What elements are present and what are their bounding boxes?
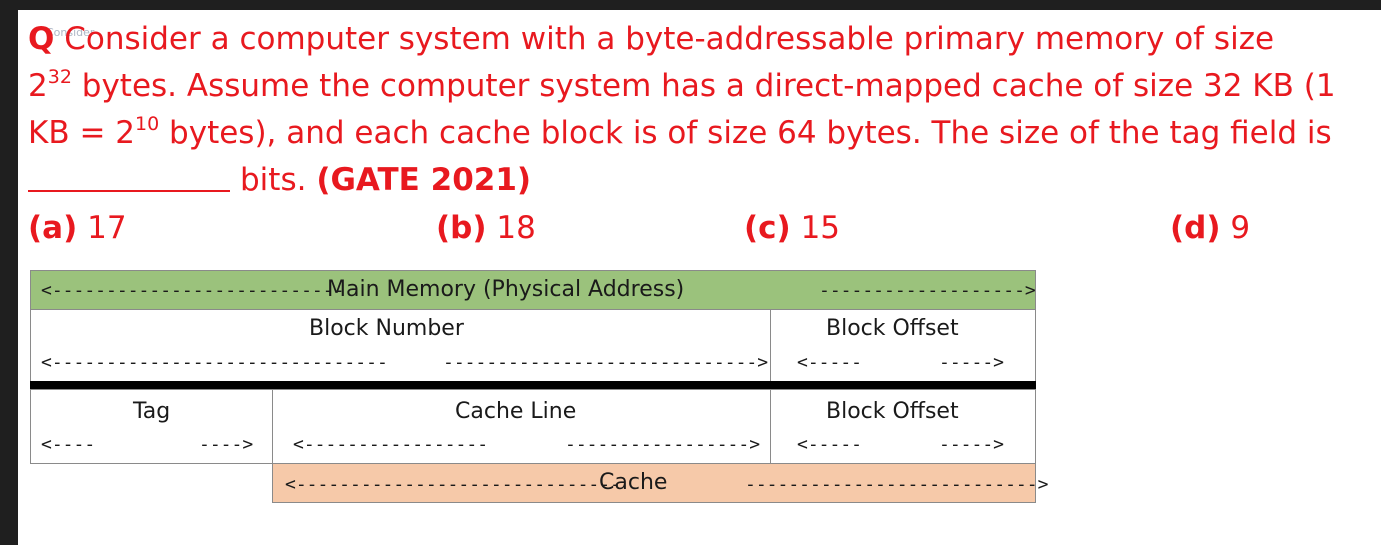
block-offset-bottom-right-arrow: ----->	[939, 434, 1005, 455]
question-text: Q Consider a computer system with a byte…	[28, 16, 1368, 204]
block-offset-top-right-arrow: ----->	[939, 352, 1005, 373]
option-a-label: (a)	[28, 210, 78, 246]
cache-title: Cache	[599, 470, 668, 495]
question-line-4: bits. (GATE 2021)	[28, 157, 1368, 204]
cache-line-left-arrow: <-----------------	[293, 434, 489, 455]
block-offset-top-cell: Block Offset <----- ----->	[771, 310, 1035, 382]
option-d-value: 9	[1230, 210, 1251, 246]
option-b[interactable]: (b) 18	[436, 210, 536, 246]
option-c[interactable]: (c) 15	[744, 210, 840, 246]
option-b-value: 18	[496, 210, 536, 246]
question-line-3-text: bytes), and each cache block is of size …	[159, 115, 1332, 151]
tag-label: Tag	[133, 399, 171, 424]
kb-exponent: 10	[135, 113, 160, 135]
block-offset-bottom-left-arrow: <-----	[797, 434, 863, 455]
cache-line-right-arrow: ----------------->	[565, 434, 761, 455]
block-number-cell: Block Number <--------------------------…	[31, 310, 771, 382]
question-line-2-text: bytes. Assume the computer system has a …	[71, 68, 1336, 104]
memory-size-base: 2	[28, 68, 48, 104]
memory-size-exponent: 32	[47, 66, 72, 88]
cache-left-arrow: <------------------------------	[285, 474, 621, 495]
cache-address-row: Tag <---- ----> Cache Line <------------…	[30, 389, 1036, 464]
block-offset-top-label: Block Offset	[826, 316, 959, 341]
watermark-text: Consider	[46, 26, 95, 39]
main-memory-title: Main Memory (Physical Address)	[327, 277, 685, 302]
cache-line-cell: Cache Line <----------------- ----------…	[273, 390, 771, 463]
block-offset-top-left-arrow: <-----	[797, 352, 863, 373]
block-offset-bottom-cell: Block Offset <----- ----->	[771, 390, 1035, 463]
question-line-4-text: bits.	[240, 162, 317, 198]
tag-left-arrow: <----	[41, 434, 96, 455]
block-offset-bottom-label: Block Offset	[826, 399, 959, 424]
question-label: Q	[28, 21, 55, 57]
main-memory-header: <--------------------------- Main Memory…	[30, 270, 1036, 310]
exam-source: (GATE 2021)	[316, 162, 532, 198]
cache-footer: <------------------------------ Cache --…	[272, 463, 1048, 503]
option-c-label: (c)	[744, 210, 791, 246]
kb-definition: KB = 2	[28, 115, 136, 151]
question-line-1-text: Consider a computer system with a byte-a…	[64, 21, 1275, 57]
tag-right-arrow: ---->	[199, 434, 254, 455]
option-a[interactable]: (a) 17	[28, 210, 127, 246]
question-line-3: KB = 210 bytes), and each cache block is…	[28, 110, 1368, 157]
tag-cell: Tag <---- ---->	[31, 390, 273, 463]
option-c-value: 15	[800, 210, 841, 246]
main-memory-right-arrow: ------------------->	[819, 280, 1036, 301]
block-number-right-arrow: ----------------------------->	[443, 352, 769, 373]
cache-line-label: Cache Line	[455, 399, 577, 424]
question-line-2: 232 bytes. Assume the computer system ha…	[28, 63, 1368, 110]
question-line-1: Q Consider a computer system with a byte…	[28, 16, 1368, 63]
block-number-left-arrow: <-------------------------------	[41, 352, 388, 373]
answer-blank	[28, 160, 230, 192]
cache-right-arrow: --------------------------->	[745, 474, 1049, 495]
physical-address-row: Block Number <--------------------------…	[30, 309, 1036, 383]
option-d[interactable]: (d) 9	[1170, 210, 1250, 246]
option-a-value: 17	[87, 210, 127, 246]
main-memory-left-arrow: <---------------------------	[41, 280, 345, 301]
separator-bar	[30, 381, 1036, 389]
block-number-label: Block Number	[309, 316, 464, 341]
question-slide: Consider Q Consider a computer system wi…	[18, 10, 1381, 545]
option-d-label: (d)	[1170, 210, 1221, 246]
option-b-label: (b)	[436, 210, 487, 246]
